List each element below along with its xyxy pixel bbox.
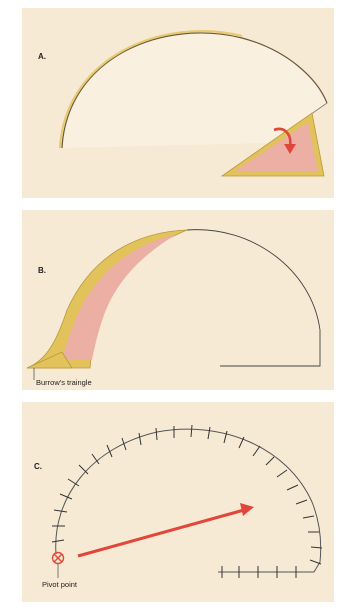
suture-stitches [52,425,322,578]
panel-c: C. Pivot point [22,402,334,602]
panel-a-label: A. [38,52,46,61]
panel-a: A. [22,8,334,198]
panel-a-illustration [22,8,334,198]
panel-b: B. Burrow's traingle [22,210,334,390]
panel-c-label: C. [34,462,42,471]
pivot-point-marker-icon [53,553,64,564]
panel-b-label: B. [38,266,46,275]
burrows-triangle-caption: Burrow's traingle [36,378,92,387]
rotation-vector-arrowhead-icon [240,503,254,516]
rotation-vector-arrow [78,510,244,556]
panel-c-illustration [22,402,334,602]
panel-b-illustration [22,210,334,390]
flap-outline-arc [187,230,320,366]
pivot-point-caption: Pivot point [42,580,77,589]
